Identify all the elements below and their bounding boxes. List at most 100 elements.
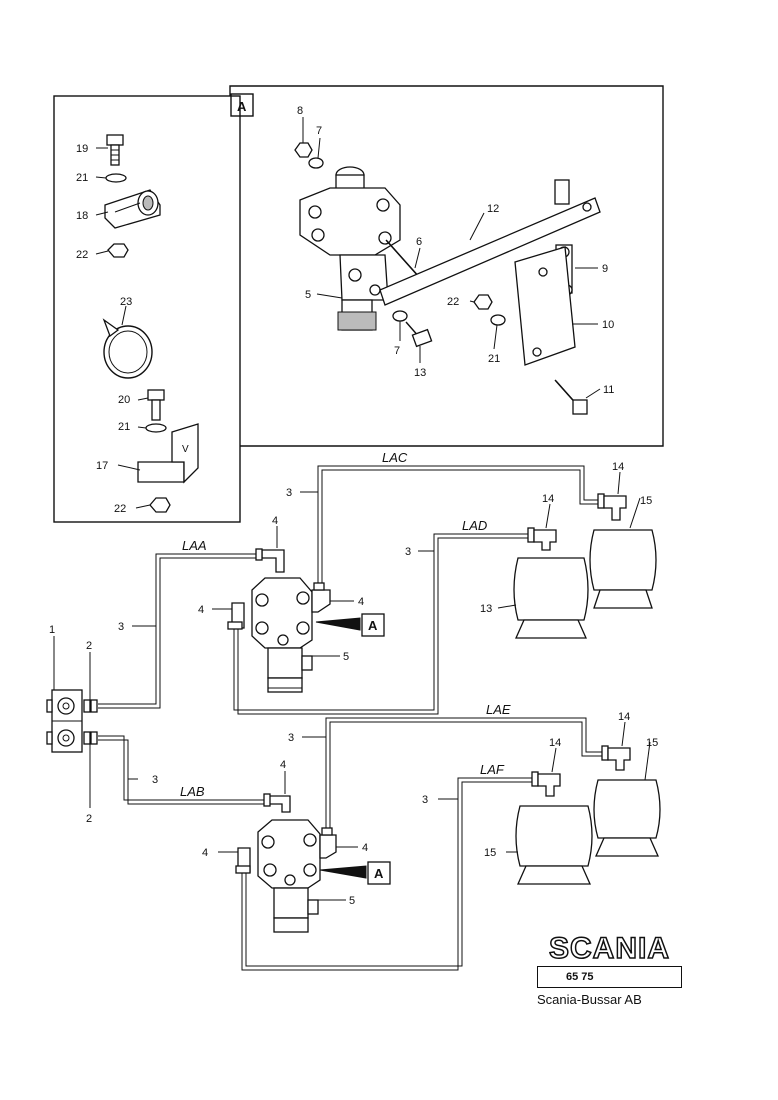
detail-a-letter: A	[237, 99, 247, 114]
t-fittings-14	[527, 493, 631, 797]
callout-12-a: 12	[487, 203, 499, 215]
callout-2-b: 2	[86, 813, 92, 825]
detail-valve-5	[299, 166, 401, 331]
callout-3-b: 3	[286, 487, 292, 499]
elbow-fittings-4	[227, 548, 337, 874]
pipe-label-laa: LAA	[182, 538, 207, 553]
nut-22-detail	[473, 294, 493, 310]
washer-21-bottom	[145, 423, 167, 433]
callout-23: 23	[120, 296, 132, 308]
callout-21-a: 21	[76, 172, 88, 184]
pipe-laf	[241, 777, 536, 971]
nut-22-top	[107, 243, 129, 258]
scania-logo: SCANIA	[548, 932, 670, 965]
callout-15-b: 15	[646, 737, 658, 749]
document-number: 65 75	[537, 966, 682, 988]
air-bellows-lower-rear	[593, 779, 661, 857]
callout-20: 20	[118, 394, 130, 406]
leaders-detail	[302, 117, 601, 399]
callout-13-b: 13	[480, 603, 492, 615]
callout-17: 17	[96, 460, 108, 472]
callout-6: 6	[416, 236, 422, 248]
pipe-lae	[325, 717, 606, 832]
pipe-laa	[98, 553, 264, 709]
air-bellows-upper-front	[513, 557, 589, 639]
air-bellows-lower-front	[515, 805, 593, 885]
callout-14-c: 14	[618, 711, 630, 723]
callout-10: 10	[602, 319, 614, 331]
callout-5-c: 5	[349, 895, 355, 907]
callout-22-b: 22	[114, 503, 126, 515]
lever-12	[379, 197, 601, 306]
small-parts-frame	[53, 95, 241, 523]
level-valve-upper	[251, 577, 313, 693]
callout-4-d: 4	[280, 759, 286, 771]
callout-4-b: 4	[358, 596, 364, 608]
callout-22-c: 22	[447, 296, 459, 308]
callout-14-d: 14	[549, 737, 561, 749]
callout-14-b: 14	[542, 493, 554, 505]
washer-21-detail	[490, 314, 506, 326]
callout-13-a: 13	[414, 367, 426, 379]
callout-21-b: 21	[118, 421, 130, 433]
air-bellows-upper-rear	[589, 529, 657, 609]
callout-5-b: 5	[343, 651, 349, 663]
connector-block-1	[46, 689, 83, 753]
leaders-schematic	[53, 471, 651, 901]
svg-text:V: V	[182, 444, 189, 455]
callout-5-a: 5	[305, 289, 311, 301]
callout-3-f: 3	[152, 774, 158, 786]
callout-3-d: 3	[288, 732, 294, 744]
bolt-13	[405, 321, 433, 348]
detail-a-frame	[229, 85, 664, 447]
pipe-label-lad: LAD	[462, 518, 487, 533]
pipe-label-lab: LAB	[180, 784, 205, 799]
callout-3-c: 3	[405, 546, 411, 558]
detail-a-ref-lower: A	[374, 866, 384, 881]
pipe-label-laf: LAF	[480, 762, 505, 777]
callout-4-f: 4	[202, 847, 208, 859]
level-valve-lower	[257, 819, 321, 933]
couplings-2	[83, 699, 98, 745]
company-name: Scania-Bussar AB	[537, 992, 642, 1007]
washer-7-bottom	[392, 310, 408, 322]
callout-15-c: 15	[484, 847, 496, 859]
callout-9: 9	[602, 263, 608, 275]
pipe-label-lac: LAC	[382, 450, 408, 465]
callout-14-a: 14	[612, 461, 624, 473]
callout-4-e: 4	[362, 842, 368, 854]
pipe-lab	[98, 735, 268, 805]
callout-2-a: 2	[86, 640, 92, 652]
callout-4-c: 4	[198, 604, 204, 616]
nut-8	[294, 142, 313, 158]
detail-a-pointer-lower	[319, 861, 391, 885]
washer-21-top	[105, 173, 127, 183]
plate-10	[514, 246, 576, 366]
nut-22-bottom	[149, 497, 171, 513]
washer-7-top	[308, 157, 324, 169]
callout-3-a: 3	[118, 621, 124, 633]
detail-a-ref-upper: A	[368, 618, 378, 633]
callout-3-e: 3	[422, 794, 428, 806]
callout-21-c: 21	[488, 353, 500, 365]
callout-4-a: 4	[272, 515, 278, 527]
bracket-17: V	[137, 423, 199, 484]
callout-15-a: 15	[640, 495, 652, 507]
pipe-lac	[317, 465, 602, 588]
callout-7-b: 7	[394, 345, 400, 357]
clamp-18	[104, 189, 161, 229]
leaders-left	[95, 147, 151, 509]
pipe-label-lae: LAE	[486, 702, 511, 717]
callout-11: 11	[603, 384, 614, 396]
callout-8: 8	[297, 105, 303, 117]
callout-1: 1	[49, 624, 55, 636]
callout-18: 18	[76, 210, 88, 222]
bolt-11	[554, 379, 588, 415]
pipe-lad	[233, 533, 532, 715]
detail-a-marker	[230, 93, 254, 117]
callout-22-a: 22	[76, 249, 88, 261]
title-block: SCANIA 65 75 Scania-Bussar AB	[537, 932, 682, 1007]
detail-a-pointer-upper	[315, 613, 385, 637]
hose-clamp-23	[102, 318, 153, 379]
